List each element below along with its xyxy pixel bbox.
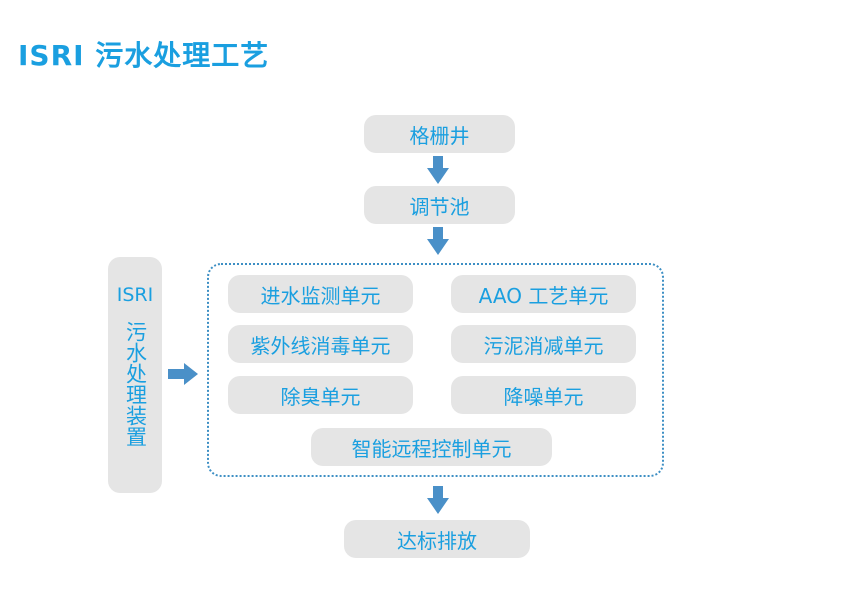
step-discharge: 达标排放 — [344, 520, 530, 558]
arrow-right-icon — [168, 363, 198, 385]
unit-inflow-monitoring: 进水监测单元 — [228, 275, 413, 313]
arrow-down-icon — [427, 227, 449, 255]
unit-sludge-reduction: 污泥消减单元 — [451, 325, 636, 363]
arrow-down-icon — [427, 156, 449, 184]
unit-remote-control: 智能远程控制单元 — [311, 428, 552, 466]
step-regulating-tank: 调节池 — [364, 186, 515, 224]
page-title: ISRI 污水处理工艺 — [18, 39, 270, 72]
device-brand-label: ISRI — [116, 284, 154, 306]
isri-device-box: ISRI 污水处理装置 — [108, 257, 162, 493]
step-grille-well: 格栅井 — [364, 115, 515, 153]
device-name-label: 污水处理装置 — [123, 321, 148, 447]
unit-aao-process: AAO 工艺单元 — [451, 275, 636, 313]
unit-noise-reduction: 降噪单元 — [451, 376, 636, 414]
arrow-down-icon — [427, 486, 449, 514]
unit-uv-disinfection: 紫外线消毒单元 — [228, 325, 413, 363]
unit-deodorization: 除臭单元 — [228, 376, 413, 414]
treatment-units-frame — [207, 263, 664, 477]
